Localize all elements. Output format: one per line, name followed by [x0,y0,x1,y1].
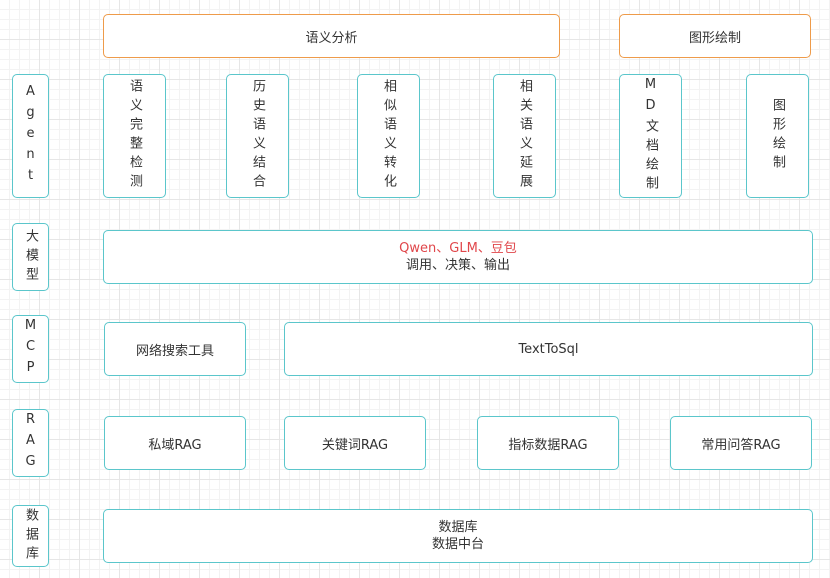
layer-label-llm: 大模型 [12,223,49,291]
agent-md-document: MD文档绘制 [619,74,682,198]
mcp-text-to-sql-text: TextToSql [518,341,579,357]
rag-keyword: 关键词RAG [284,416,426,470]
layer-label-database-text: 数据库 [23,507,38,565]
agent-related-semantic-text: 相关语义延展 [517,79,532,193]
agent-md-document-text: MD文档绘制 [643,77,658,195]
layer-label-llm-text: 大模型 [23,228,38,286]
agent-chart-drawing: 图形绘制 [746,74,809,198]
llm-box: Qwen、GLM、豆包 调用、决策、输出 [103,230,813,284]
layer-label-mcp-text: MCP [23,317,38,381]
agent-chart-drawing-text: 图形绘制 [770,98,785,174]
database-line-1: 数据库 [438,520,478,535]
rag-private: 私域RAG [104,416,246,470]
llm-functions: 调用、决策、输出 [405,258,510,273]
layer-label-database: 数据库 [12,505,49,567]
layer-label-rag: RAG [12,409,49,477]
agent-history-semantic-text: 历史语义结合 [250,79,265,193]
semantic-analysis-label: 语义分析 [305,30,358,46]
agent-semantic-completeness: 语义完整检测 [103,74,166,198]
agent-similar-semantic-text: 相似语义转化 [381,79,396,193]
database-line-2: 数据中台 [431,537,484,552]
llm-models: Qwen、GLM、豆包 [399,241,517,256]
rag-private-text: 私域RAG [148,437,202,453]
layer-label-mcp: MCP [12,315,49,383]
agent-similar-semantic: 相似语义转化 [357,74,420,198]
chart-drawing-header: 图形绘制 [619,14,811,58]
agent-history-semantic: 历史语义结合 [226,74,289,198]
layer-label-agent-text: Agent [23,83,38,189]
rag-keyword-text: 关键词RAG [321,437,389,453]
mcp-text-to-sql: TextToSql [284,322,813,376]
mcp-web-search-text: 网络搜索工具 [135,343,214,359]
rag-faq-text: 常用问答RAG [701,437,781,453]
rag-metric-text: 指标数据RAG [508,437,588,453]
rag-faq: 常用问答RAG [670,416,812,470]
layer-label-agent: Agent [12,74,49,198]
database-box: 数据库 数据中台 [103,509,813,563]
rag-metric: 指标数据RAG [477,416,619,470]
mcp-web-search: 网络搜索工具 [104,322,246,376]
semantic-analysis-header: 语义分析 [103,14,560,58]
chart-drawing-label: 图形绘制 [688,30,741,46]
agent-semantic-completeness-text: 语义完整检测 [127,79,142,193]
layer-label-rag-text: RAG [23,411,38,475]
agent-related-semantic: 相关语义延展 [493,74,556,198]
